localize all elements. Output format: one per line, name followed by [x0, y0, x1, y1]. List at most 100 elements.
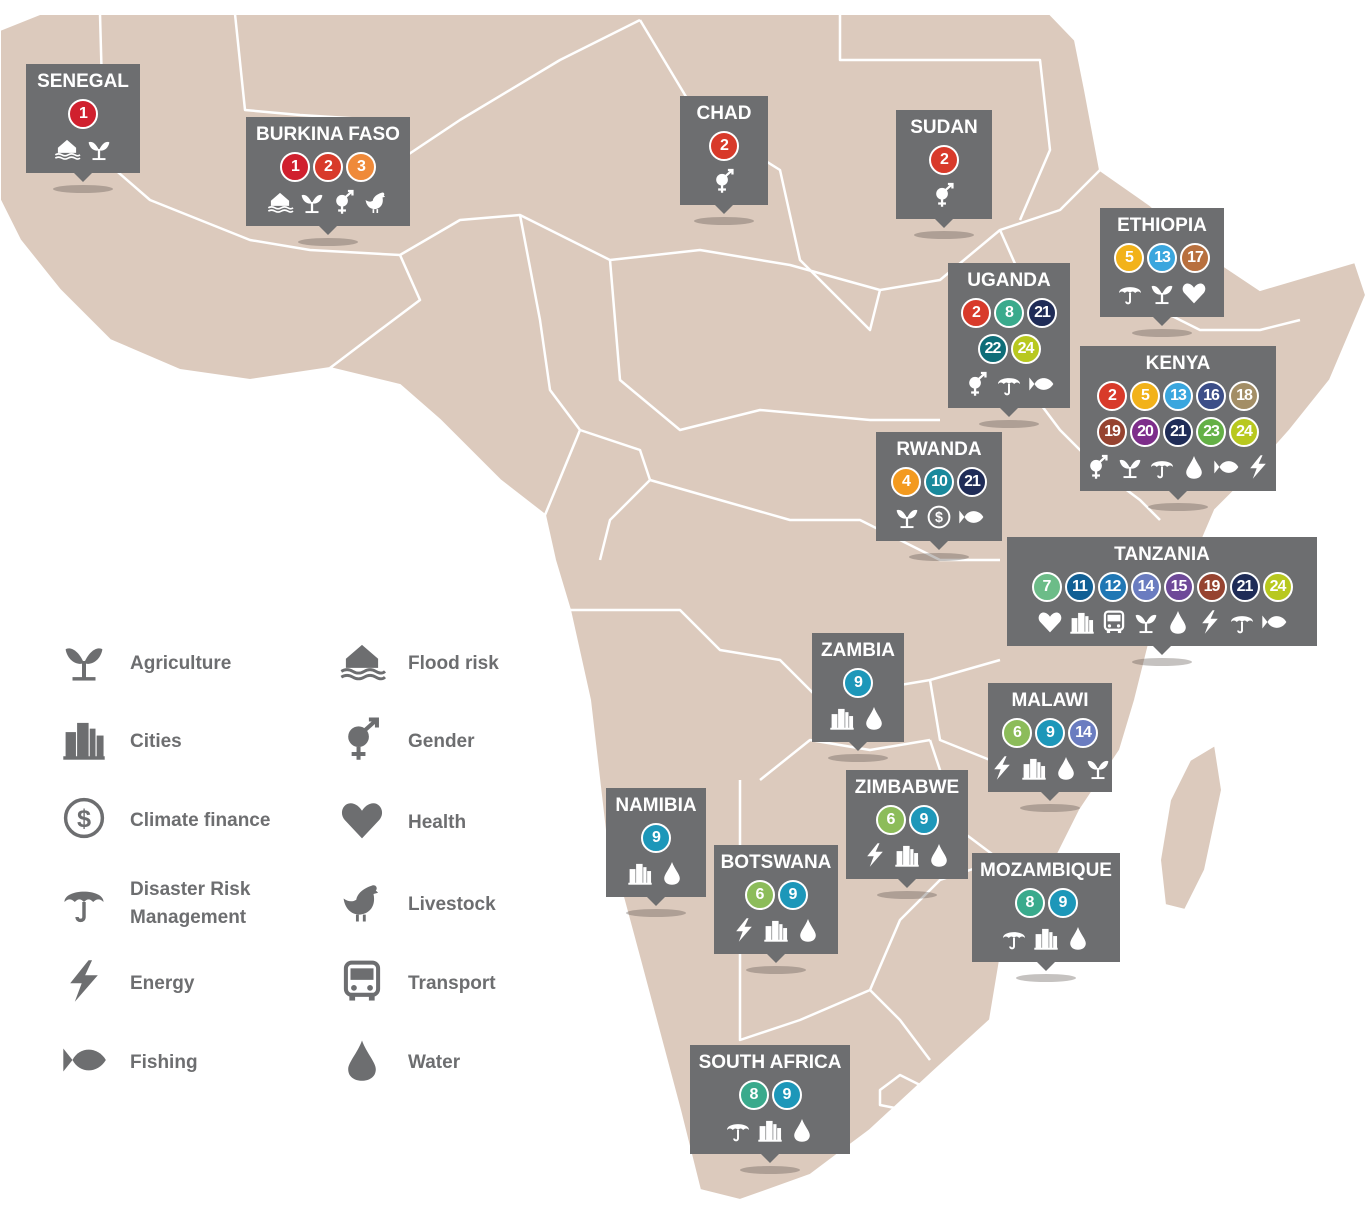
- border-line: [608, 259, 940, 432]
- svg-text:$: $: [935, 510, 943, 526]
- sector-icons: [686, 168, 762, 199]
- agriculture-icon: [298, 189, 326, 220]
- marker-shadow: [1016, 974, 1076, 982]
- legend-label: Flood risk: [408, 652, 499, 674]
- legend-label: Fishing: [130, 1051, 198, 1073]
- program-number-badge: 21: [1163, 417, 1193, 447]
- legend-item: Fishing: [58, 1037, 198, 1088]
- border-line: [570, 608, 1001, 702]
- marker-shadow: [828, 754, 888, 762]
- climate-finance-icon: $: [58, 795, 110, 846]
- gender-icon: [1084, 454, 1112, 485]
- program-number-badge: 6: [1002, 718, 1032, 748]
- program-number-badge: 21: [1027, 298, 1057, 328]
- marker-shadow: [1132, 658, 1192, 666]
- legend-item: Transport: [336, 958, 496, 1009]
- country-name: SOUTH AFRICA: [698, 1052, 842, 1073]
- fishing-icon: [1027, 371, 1055, 402]
- gender-icon: [710, 168, 738, 199]
- program-number-badge: 24: [1010, 334, 1041, 364]
- country-marker[interactable]: SENEGAL 1: [26, 64, 140, 182]
- legend-item: Water: [336, 1037, 460, 1088]
- fishing-icon: [1260, 609, 1288, 640]
- program-number-badge: 13: [1147, 243, 1177, 273]
- climate-finance-icon: $: [925, 504, 953, 535]
- program-number-badge: 1: [280, 152, 310, 182]
- program-number-badge: 2: [313, 152, 343, 182]
- border-line: [869, 989, 931, 1061]
- marker-shadow: [914, 231, 974, 239]
- program-number-row: 1: [32, 99, 134, 129]
- legend-item: Cities: [58, 716, 182, 767]
- gender-icon: [330, 189, 358, 220]
- border-line: [878, 1073, 922, 1112]
- legend-label: Livestock: [408, 893, 496, 915]
- legend-item: Energy: [58, 958, 194, 1009]
- marker-shadow: [740, 1166, 800, 1174]
- fishing-icon: [957, 504, 985, 535]
- program-number-badge: 11: [1064, 572, 1095, 602]
- program-number-badge: 10: [924, 467, 954, 497]
- sector-icons: [978, 925, 1114, 956]
- program-number-badge: 2: [929, 145, 959, 175]
- water-icon: [860, 705, 888, 736]
- legend-label: Health: [408, 811, 467, 833]
- border-line: [329, 254, 422, 369]
- program-number-badge: 24: [1262, 572, 1293, 602]
- water-icon: [794, 917, 822, 948]
- marker-shadow: [746, 966, 806, 974]
- health-icon: [1036, 609, 1064, 640]
- transport-icon: [1100, 609, 1128, 640]
- border-line: [518, 214, 582, 516]
- umbrella-icon: [58, 879, 110, 930]
- marker-shadow: [1148, 503, 1208, 511]
- flood-risk-icon: [53, 136, 81, 167]
- program-number-badge: 9: [777, 880, 808, 910]
- svg-text:$: $: [77, 805, 91, 833]
- marker-shadow: [877, 891, 937, 899]
- program-number-badge: 23: [1196, 417, 1226, 447]
- country-name: CHAD: [696, 103, 752, 124]
- sector-icons: [1086, 454, 1270, 485]
- program-number-badge: 8: [1014, 888, 1045, 918]
- program-number-badge: 5: [1130, 381, 1160, 411]
- legend-label: Water: [408, 1051, 461, 1073]
- fishing-icon: [58, 1037, 110, 1088]
- legend-label: Cities: [130, 730, 182, 752]
- water-icon: [925, 842, 953, 873]
- program-number-badge: 15: [1163, 572, 1194, 602]
- program-number-row: 9: [818, 668, 898, 698]
- country-name: SENEGAL: [37, 71, 129, 92]
- country-name: BURKINA FASO: [256, 124, 400, 145]
- sector-icons: [612, 860, 700, 891]
- program-number-badge: 7: [1031, 572, 1062, 602]
- cities-icon: [1068, 609, 1096, 640]
- legend-item: Agriculture: [58, 638, 231, 689]
- fishing-icon: [1212, 454, 1240, 485]
- agriculture-icon: [1116, 454, 1144, 485]
- livestock-icon: [336, 879, 388, 930]
